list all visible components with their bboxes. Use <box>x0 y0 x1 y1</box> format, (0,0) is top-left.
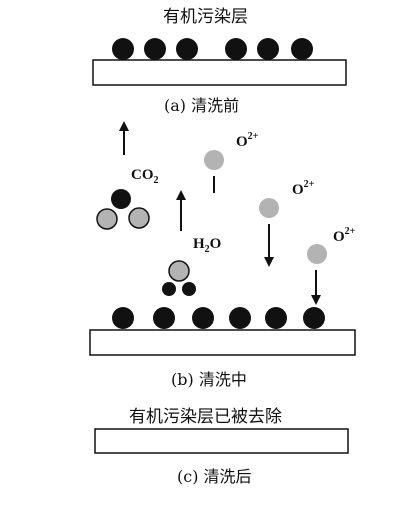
co2-label: CO2 <box>131 167 159 186</box>
contaminant-particle <box>153 307 175 329</box>
panel-a-caption: (a) 清洗前 <box>164 96 240 115</box>
contaminant-particle <box>144 38 166 60</box>
h2o-subscript: 2 <box>204 244 210 255</box>
contaminant-particle <box>112 38 134 60</box>
panel-c-caption: (c) 清洗后 <box>177 467 252 486</box>
co2-subscript: 2 <box>153 175 159 186</box>
oxygen-ion-1 <box>204 150 224 193</box>
oxygen-main: O <box>236 134 248 150</box>
contaminant-particle <box>192 307 214 329</box>
contaminant-particle <box>291 38 313 60</box>
panel-c-title: 有机污染层已被去除 <box>129 407 282 427</box>
substrate-plate-c <box>94 428 349 454</box>
h2o-o: O <box>209 236 222 252</box>
oxygen-main: O <box>333 229 345 245</box>
oxygen-ion-label-3: O2+ <box>333 226 356 246</box>
contaminant-particle <box>265 307 287 329</box>
panel-a-title: 有机污染层 <box>163 7 248 27</box>
substrate-plate-b <box>89 329 356 356</box>
oxygen-main: O <box>292 182 304 198</box>
h2o-molecule <box>162 260 196 296</box>
panel-a <box>92 38 347 86</box>
substrate-plate-a <box>92 59 347 86</box>
panel-c <box>94 428 349 454</box>
h2o-h: H <box>193 236 205 252</box>
contaminant-particle <box>229 307 251 329</box>
oxygen-superscript: 2+ <box>247 131 259 142</box>
panel-b-caption: (b) 清洗中 <box>171 370 247 389</box>
oxygen-ion-3 <box>307 244 327 305</box>
oxygen-ion-label-1: O2+ <box>236 131 259 151</box>
h2o-label: H2O <box>193 236 222 255</box>
co2-main: CO <box>131 167 154 183</box>
oxygen-superscript: 2+ <box>344 226 356 237</box>
contaminant-particle <box>176 38 198 60</box>
oxygen-ion-label-2: O2+ <box>292 179 315 199</box>
contaminant-particle <box>112 307 134 329</box>
contaminant-particle <box>257 38 279 60</box>
panel-b <box>89 121 356 356</box>
contaminant-particle <box>303 307 325 329</box>
oxygen-ion-2 <box>259 198 279 267</box>
co2-molecule <box>96 189 150 230</box>
oxygen-superscript: 2+ <box>303 179 315 190</box>
contaminant-particle <box>225 38 247 60</box>
